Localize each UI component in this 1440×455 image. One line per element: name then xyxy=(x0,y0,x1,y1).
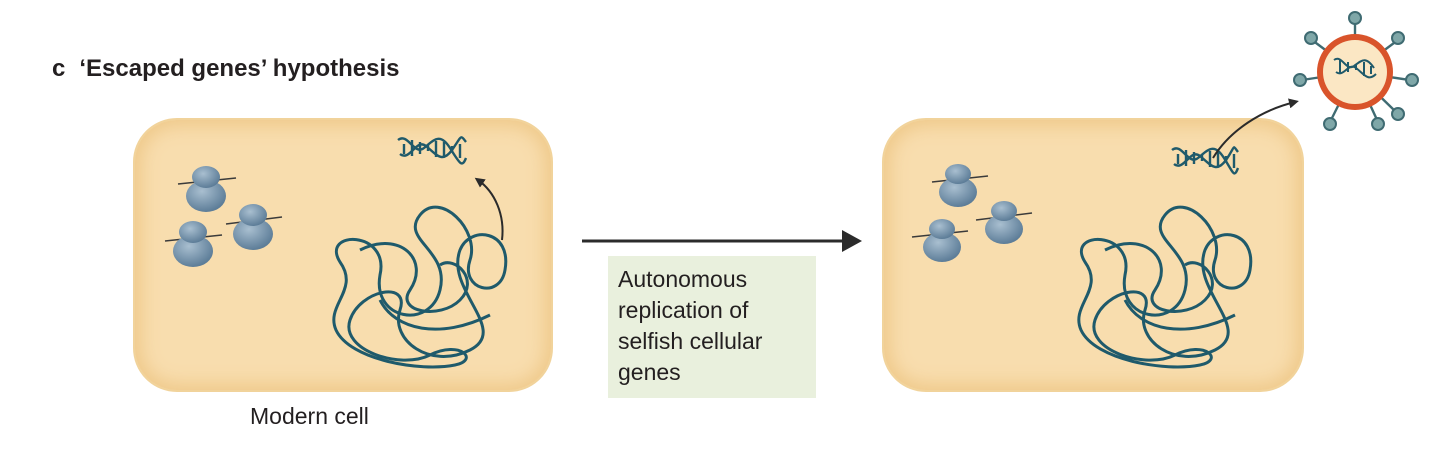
curved-arrow-icon xyxy=(474,177,504,241)
dna-fragment-icon xyxy=(397,136,468,165)
ribosome-icon xyxy=(177,166,237,212)
modern-cell-label: Modern cell xyxy=(250,403,369,429)
genome-icon xyxy=(332,205,508,369)
virus-icon xyxy=(1293,11,1419,131)
genome-icon xyxy=(1077,205,1253,369)
panel-title: c ‘Escaped genes’ hypothesis xyxy=(52,55,399,83)
ribosome-icon xyxy=(975,201,1033,244)
curved-arrow-icon xyxy=(1212,98,1299,159)
panel-title-text: ‘Escaped genes’ hypothesis xyxy=(79,55,400,82)
process-caption: Autonomous replication of selfish cellul… xyxy=(618,266,763,385)
dna-fragment-icon xyxy=(1171,146,1240,175)
process-caption-box: Autonomous replication of selfish cellul… xyxy=(608,256,816,398)
ribosome-icon xyxy=(931,164,989,207)
ribosome-icon xyxy=(164,221,223,267)
panel-letter: c xyxy=(52,55,66,82)
ribosome-icon xyxy=(911,219,969,262)
ribosome-icon xyxy=(225,204,283,250)
